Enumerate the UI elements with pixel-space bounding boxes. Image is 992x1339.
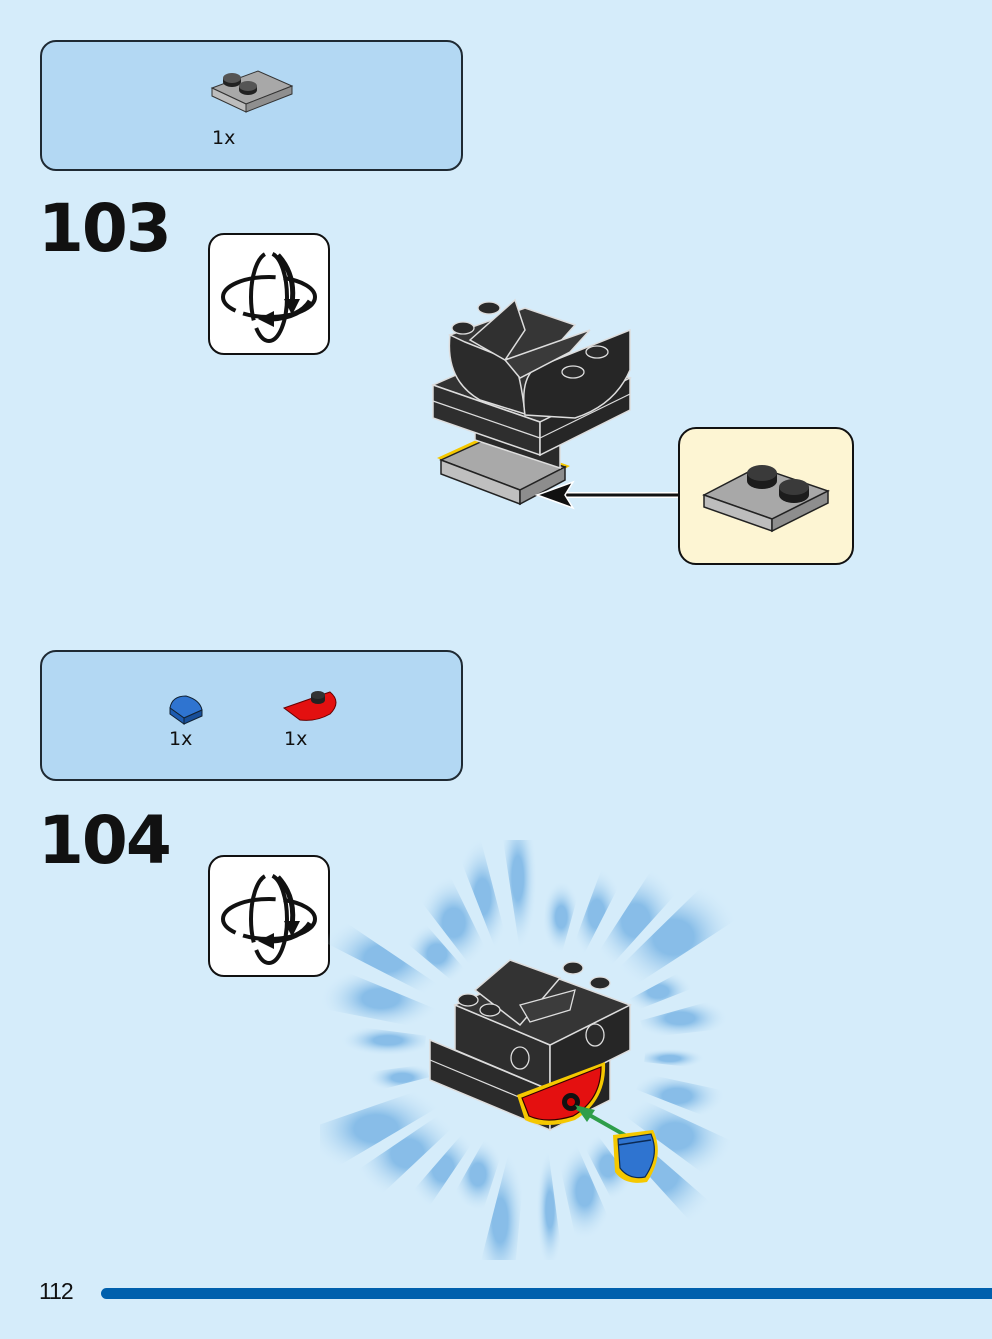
step-number: 103 <box>38 190 172 267</box>
rotate-model-icon <box>208 855 330 977</box>
gray-plate-2x2-part-icon <box>702 465 830 533</box>
burst-ray <box>352 1106 463 1201</box>
burst-ray <box>606 878 741 996</box>
burst-ray <box>503 840 537 952</box>
insert-arrow <box>535 480 680 510</box>
parts-list-step-104: 1x 1x <box>40 650 463 781</box>
burst-ray <box>320 1082 449 1175</box>
burst-ray <box>556 1141 614 1241</box>
burst-ray <box>589 865 683 976</box>
part-quantity: 1x <box>212 127 236 149</box>
rotate-model-icon <box>208 233 330 355</box>
burst-ray <box>320 913 453 1005</box>
part-callout <box>678 427 854 565</box>
burst-ray <box>631 997 729 1039</box>
gray-plate-2x2-part-icon <box>210 70 294 113</box>
burst-ray <box>542 880 581 954</box>
red-half-round-plate-part-icon <box>282 691 337 721</box>
burst-ray <box>615 1091 735 1181</box>
burst-ray <box>634 1048 705 1069</box>
burst-ray <box>454 840 511 957</box>
burst-ray <box>340 1024 436 1056</box>
burst-ray <box>416 874 492 971</box>
burst-ray <box>451 1137 505 1212</box>
burst-ray <box>407 1125 480 1212</box>
burst-ray <box>580 1130 636 1202</box>
burst-ray <box>404 921 470 986</box>
step-number: 104 <box>38 802 172 879</box>
blue-quarter-tile-part-icon <box>169 695 203 725</box>
burst-ray <box>569 866 624 961</box>
burst-ray <box>623 969 694 1014</box>
build-model-step-104 <box>429 959 658 1183</box>
burst-ray <box>536 1149 563 1260</box>
parts-list-step-103: 1x <box>40 40 463 171</box>
burst-ray <box>481 1146 526 1260</box>
burst-ray <box>628 1071 726 1121</box>
build-model-step-103 <box>430 298 633 506</box>
burst-ray <box>366 1063 439 1093</box>
page-number: 112 <box>39 1278 74 1304</box>
page-progress-bar <box>101 1288 992 1299</box>
part-quantity: 1x <box>169 728 193 750</box>
burst-ray <box>320 966 443 1031</box>
part-quantity: 1x <box>284 728 308 750</box>
